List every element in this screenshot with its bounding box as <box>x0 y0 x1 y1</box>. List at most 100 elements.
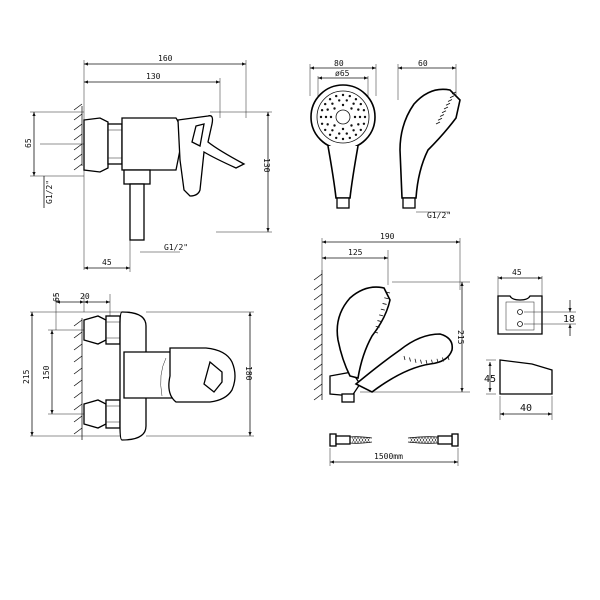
coil-line <box>424 436 429 444</box>
nozzle-dot <box>333 124 336 127</box>
hatch-line <box>313 333 323 341</box>
hatch-line <box>313 383 323 391</box>
nozzle-dot <box>353 115 357 119</box>
coil-line <box>430 436 435 444</box>
hatch-line <box>313 363 323 371</box>
nozzle-dot <box>354 133 358 136</box>
nozzle-dot <box>328 98 332 101</box>
nozzle-tick <box>437 117 443 121</box>
coil-line <box>409 436 414 444</box>
holder-front: 45 18 <box>497 268 576 336</box>
nozzle-dot <box>357 123 360 126</box>
nozzle-dot <box>350 124 353 127</box>
outlet-pipe <box>129 183 145 241</box>
dim-outlet-offset: 45 <box>102 258 112 267</box>
nozzle-tick <box>414 358 417 363</box>
nozzle-tick <box>377 320 382 322</box>
nozzle-dot <box>326 108 329 111</box>
thread-label-top: G1/2" <box>45 180 54 204</box>
nozzle-dot <box>329 115 333 119</box>
side-view: 160 130 65 130 G1/2" 45 G1/2" <box>24 54 272 272</box>
nozzle-tick <box>447 355 450 361</box>
nozzle-dot <box>341 93 345 97</box>
nozzle-tick <box>379 314 384 317</box>
nozzle-tick <box>431 359 433 364</box>
nozzle-tick <box>441 110 447 114</box>
nozzle-dot <box>341 103 345 107</box>
nozzle-dot <box>331 129 334 132</box>
nozzle-tick <box>449 95 455 99</box>
nozzle-tick <box>384 297 389 300</box>
nozzle-tick <box>403 355 406 361</box>
nozzle-dot <box>362 122 366 126</box>
dim-total-height: 130 <box>262 158 271 173</box>
nozzle-tick <box>409 357 411 362</box>
lower-nozzles <box>403 355 450 365</box>
hatch-line <box>313 323 323 331</box>
nozzle-tick <box>375 325 380 328</box>
dim-inlet-height: 65 <box>24 138 33 148</box>
nozzle-dot <box>324 115 328 119</box>
nozzle-dot <box>319 115 323 119</box>
holder-side-profile <box>499 359 553 395</box>
coil-line <box>427 436 432 444</box>
nozzle-dot <box>335 136 338 140</box>
dim-holder-height: 45 <box>484 374 496 385</box>
nozzle-dot <box>362 109 366 112</box>
shower-nozzles <box>319 93 367 141</box>
dim-hole-spacing: 18 <box>563 314 575 325</box>
coil-line <box>421 436 426 444</box>
nozzle-dot <box>320 109 324 112</box>
dim-body-width: 130 <box>146 72 161 81</box>
outlet-nut <box>123 169 151 185</box>
coil-line <box>433 436 438 444</box>
dim-hose-length: 1500mm <box>374 452 403 461</box>
nozzle-tick <box>385 291 391 294</box>
dim-shower-diameter-outer: 80 <box>334 59 344 68</box>
nozzle-dot <box>357 108 360 111</box>
dim-shower-diameter-inner: ø65 <box>335 69 350 78</box>
nozzle-dot <box>324 128 327 132</box>
thread-label-bottom: G1/2" <box>164 243 188 252</box>
mixer-wall-flange <box>83 117 109 173</box>
nozzle-tick <box>447 99 453 102</box>
mixer-body <box>121 117 182 171</box>
holder-side: 45 40 <box>484 359 553 420</box>
dim-holder-reach: 125 <box>348 248 363 257</box>
coil-line <box>415 436 420 444</box>
nozzle-dot <box>341 137 345 141</box>
nozzle-tick <box>435 121 441 125</box>
shower-lower <box>354 333 454 393</box>
hatch-line <box>313 273 323 281</box>
wall-hatch-top <box>73 103 83 171</box>
nozzle-dot <box>341 127 345 131</box>
nozzle-tick <box>445 102 451 106</box>
coil-line <box>354 436 359 444</box>
dim-shower-depth: 60 <box>418 59 428 68</box>
nozzle-dot <box>324 102 327 106</box>
nozzle-tick <box>436 358 439 363</box>
shower-side-nozzles <box>435 91 457 125</box>
nozzle-tick <box>442 357 444 362</box>
front-view: 65 20 215 150 180 <box>22 292 254 441</box>
nozzle-dot <box>358 115 362 119</box>
nozzle-dot <box>350 107 353 110</box>
dim-holder-width: 45 <box>512 268 522 277</box>
nozzle-tick <box>380 308 385 311</box>
coil-line <box>412 436 417 444</box>
hose-coil <box>351 436 438 444</box>
shower-side-profile <box>399 88 461 199</box>
coil-line <box>360 436 365 444</box>
nozzle-tick <box>443 106 449 110</box>
dim-inlet-spacing: 150 <box>42 365 51 380</box>
hatch-line <box>313 373 323 381</box>
upper-nozzles <box>373 291 391 334</box>
front-lever-cap <box>203 360 223 393</box>
nozzle-dot <box>359 128 362 132</box>
hatch-line <box>313 343 323 351</box>
nozzle-dot <box>348 136 351 140</box>
coil-line <box>357 436 362 444</box>
dim-holder-depth: 40 <box>520 403 532 414</box>
nozzle-dot <box>352 102 355 105</box>
thread-label-shower: G1/2" <box>427 211 451 220</box>
